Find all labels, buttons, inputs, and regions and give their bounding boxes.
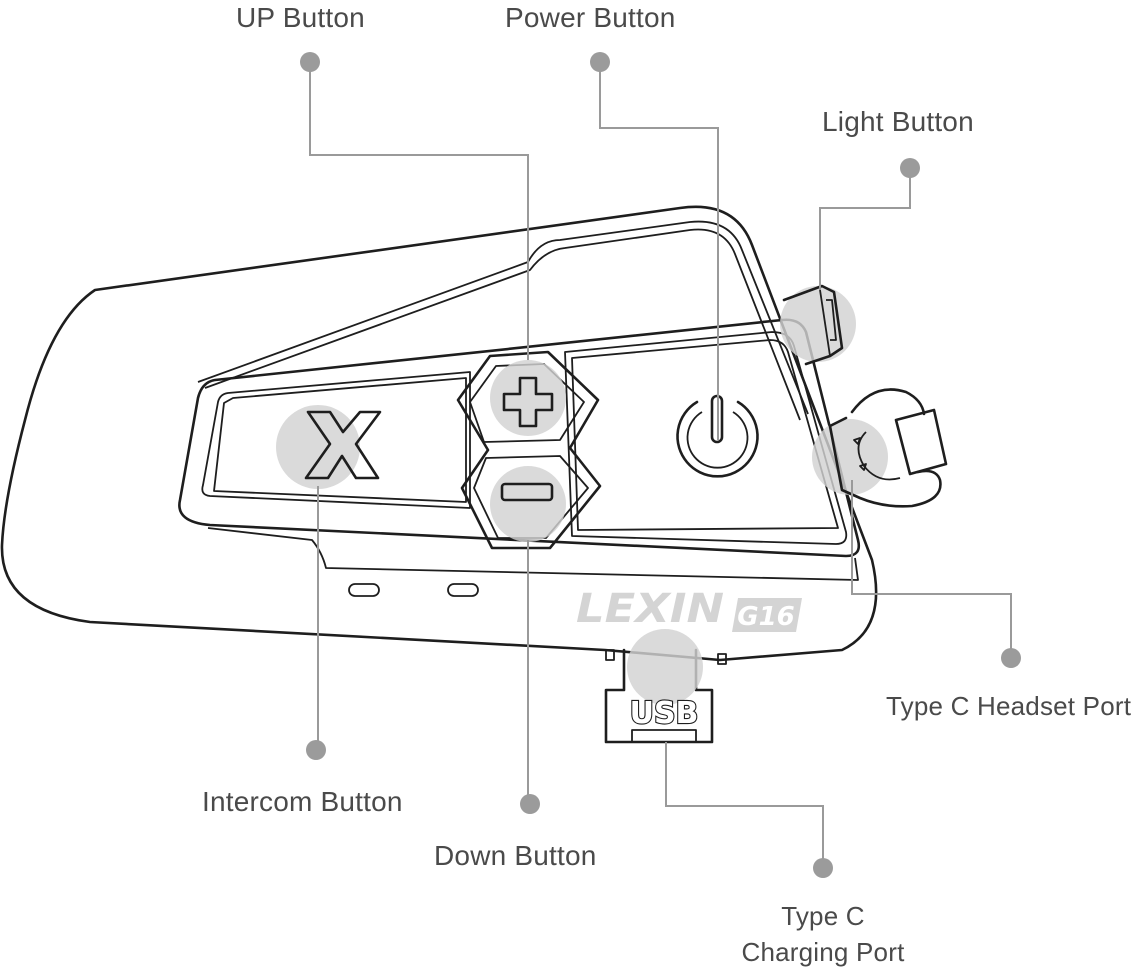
- intercom-button-highlight: [276, 405, 360, 489]
- vent-slot-left: [348, 583, 380, 597]
- dot-power: [590, 52, 610, 72]
- leader-dots: [300, 52, 1021, 878]
- label-power-button: Power Button: [505, 2, 676, 33]
- dot-headset: [1001, 648, 1021, 668]
- up-button-highlight: [490, 360, 566, 436]
- dot-intercom: [306, 740, 326, 760]
- headset-port-clip: [812, 388, 948, 508]
- vent-slot-right: [447, 583, 479, 597]
- leader-light: [819, 168, 911, 290]
- usb-port-tab: USB: [604, 629, 727, 744]
- label-up-button: UP Button: [236, 2, 365, 33]
- model-badge: G16: [732, 598, 802, 632]
- dot-up: [300, 52, 320, 72]
- model-label: G16: [737, 602, 795, 632]
- plus-icon: [502, 376, 554, 428]
- device-body: [0, 205, 878, 662]
- light-button-clip: [780, 284, 856, 366]
- leader-lines: [309, 62, 1012, 868]
- leader-headset: [851, 480, 1012, 656]
- label-type-c-headset-port: Type C Headset Port: [886, 691, 1132, 721]
- label-type-c-charging-port: Type C Charging Port: [730, 898, 916, 970]
- label-light-button: Light Button: [822, 106, 974, 137]
- leader-up: [309, 62, 529, 360]
- label-type-c-charging-line2: Charging Port: [741, 937, 905, 967]
- label-down-button: Down Button: [434, 840, 597, 871]
- intercom-x-icon: [304, 410, 382, 480]
- usb-tab-notch-left: [605, 649, 615, 661]
- dot-charging: [813, 858, 833, 878]
- leader-charging: [665, 742, 824, 868]
- dot-down: [520, 794, 540, 814]
- leader-power: [599, 62, 719, 440]
- label-type-c-charging-line1: Type C: [781, 901, 865, 931]
- label-intercom-button: Intercom Button: [202, 786, 403, 817]
- usb-label: USB: [630, 696, 699, 731]
- dot-light: [900, 158, 920, 178]
- down-button-highlight: [490, 466, 566, 542]
- usb-tab-notch-right: [717, 653, 727, 665]
- brand-logo: LEXIN: [576, 586, 724, 632]
- minus-icon: [500, 482, 554, 502]
